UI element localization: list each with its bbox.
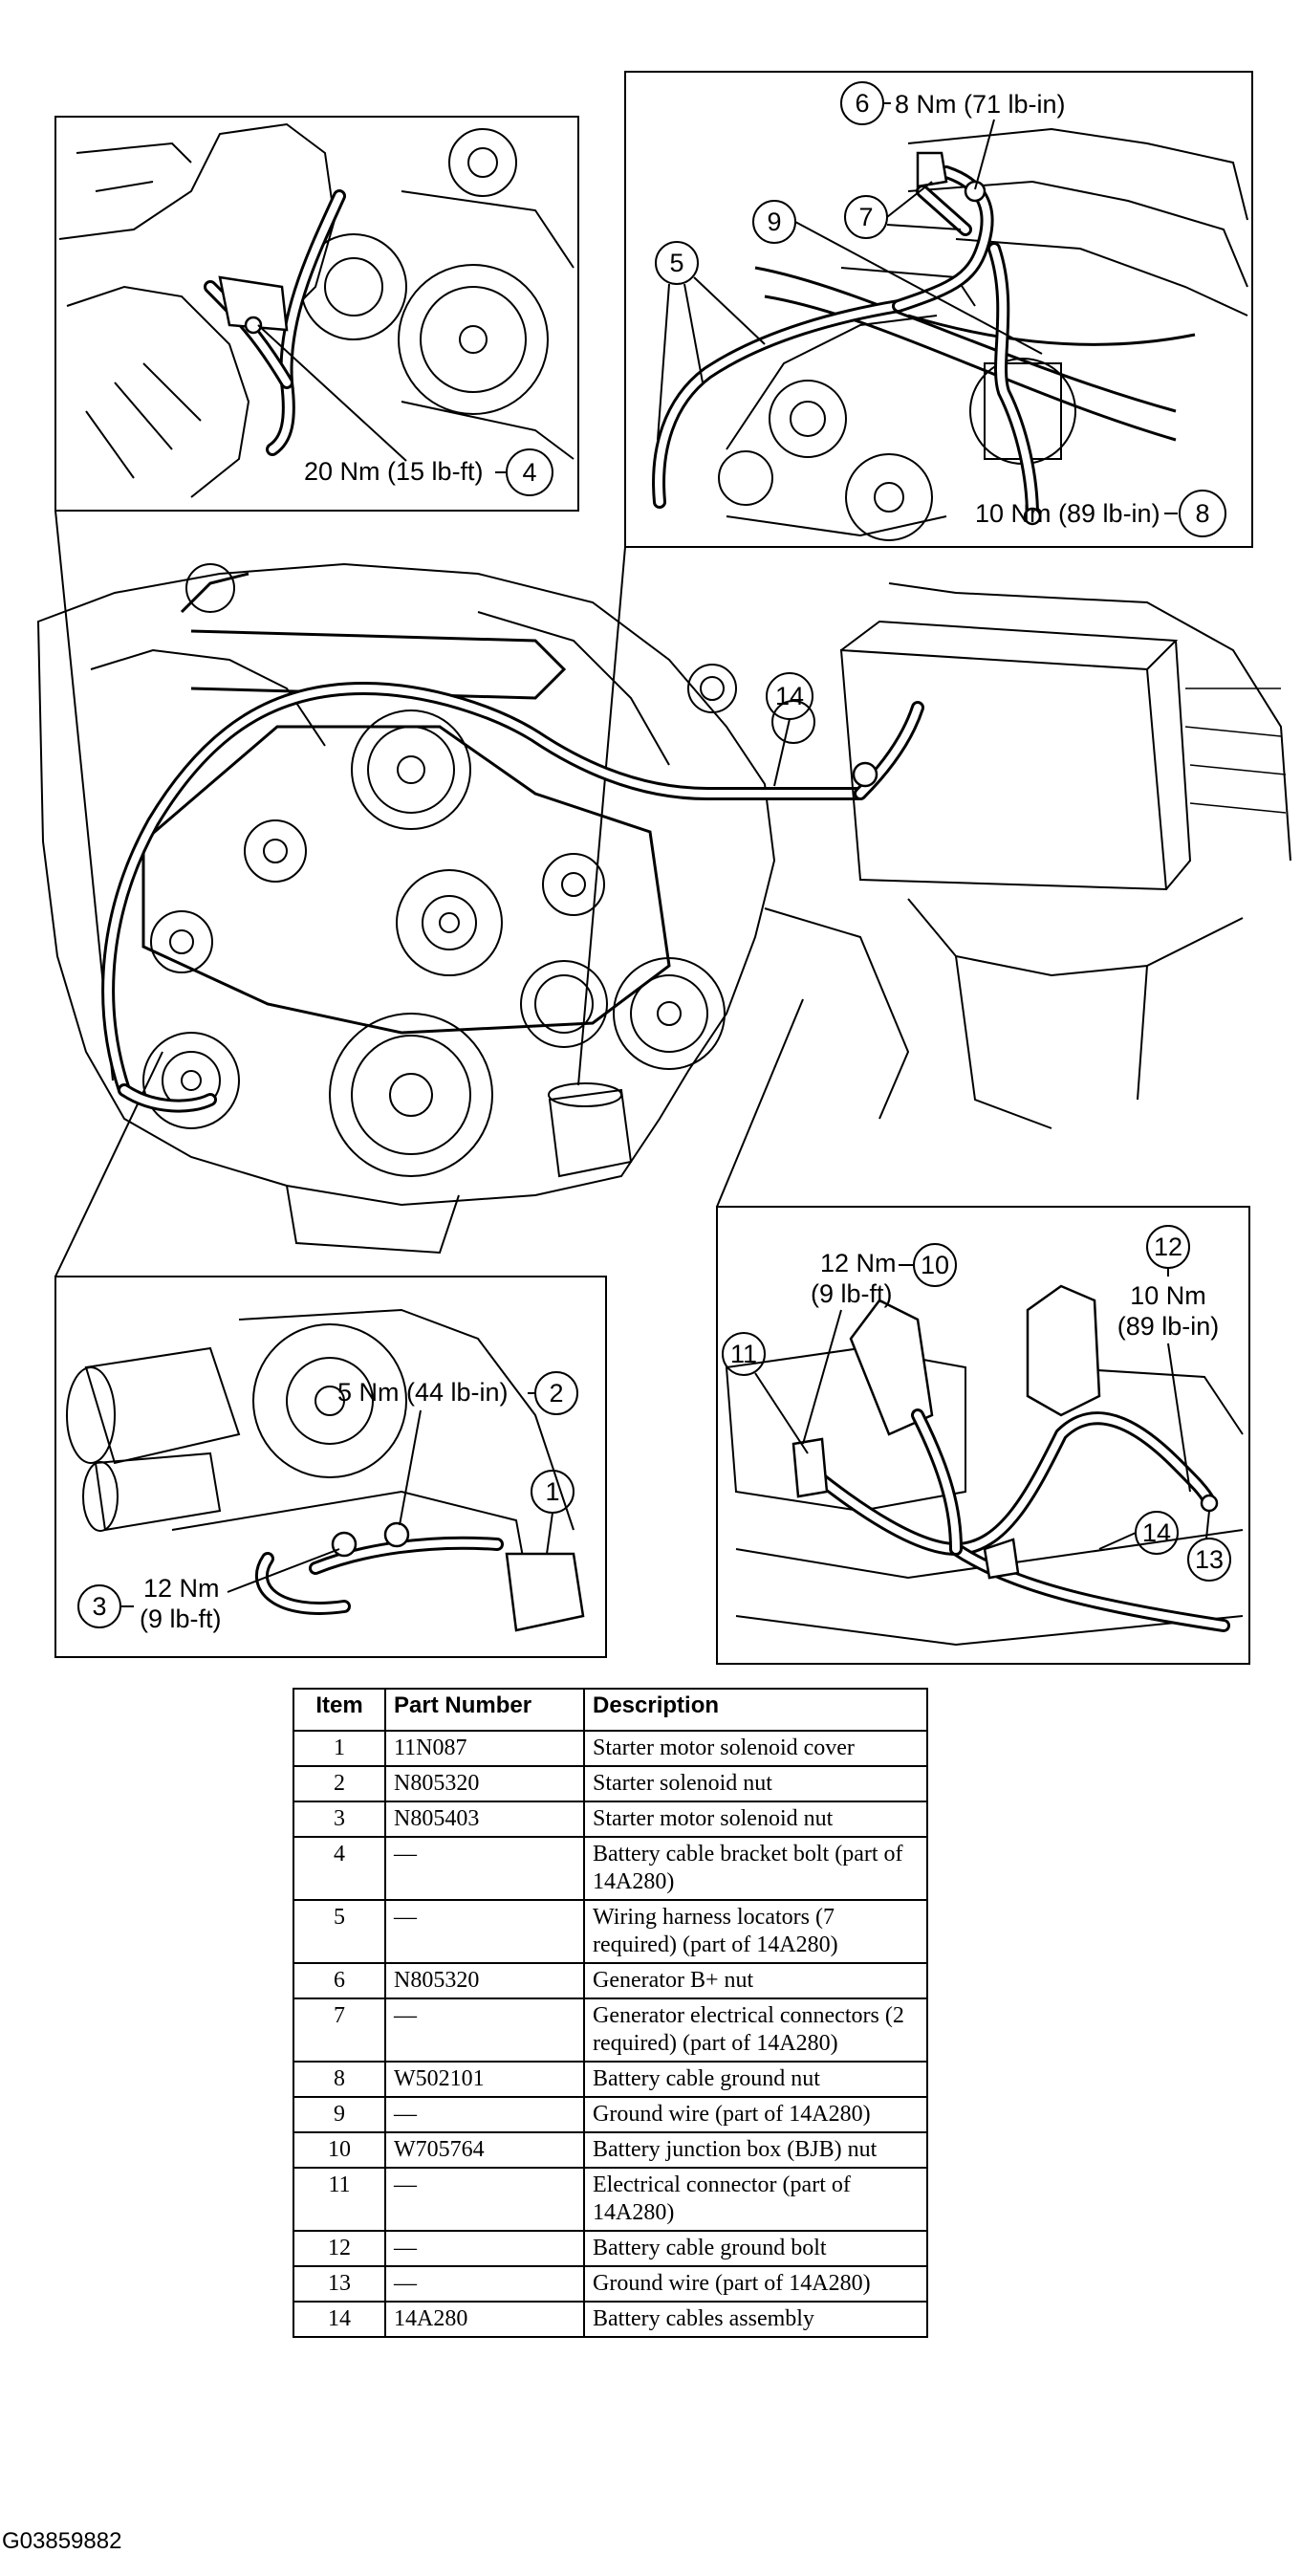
cell-part-number: — xyxy=(384,2096,585,2133)
cell-part-number: W705764 xyxy=(384,2131,585,2169)
torque-spec-bolt-12-line2: (89 lb-in) xyxy=(1117,1312,1220,1341)
cell-part-number: N805403 xyxy=(384,1801,585,1838)
cell-description: Wiring harness locators (7 required) (pa… xyxy=(583,1899,928,1964)
cell-description: Starter solenoid nut xyxy=(583,1765,928,1802)
cell-item: 2 xyxy=(293,1765,386,1802)
cell-item: 14 xyxy=(293,2301,386,2338)
torque-spec-nut-3-line2: (9 lb-ft) xyxy=(140,1605,222,1633)
cell-part-number: — xyxy=(384,2167,585,2232)
torque-spec-nut-3-line1: 12 Nm xyxy=(143,1574,220,1603)
cell-description: Ground wire (part of 14A280) xyxy=(583,2096,928,2133)
cell-part-number: N805320 xyxy=(384,1765,585,1802)
cell-item: 4 xyxy=(293,1836,386,1901)
torque-spec-nut-6: 8 Nm (71 lb-in) xyxy=(895,90,1066,119)
battery-and-body: 14 xyxy=(764,582,1291,1129)
cell-part-number: — xyxy=(384,1899,585,1964)
torque-spec-nut-10-line2: (9 lb-ft) xyxy=(811,1279,893,1308)
callout-8: 8 xyxy=(1195,499,1209,528)
torque-spec-nut-8: 10 Nm (89 lb-in) xyxy=(975,499,1160,528)
torque-spec-bolt-4: 20 Nm (15 lb-ft) xyxy=(304,457,484,486)
callout-1: 1 xyxy=(545,1477,559,1506)
cell-description: Battery junction box (BJB) nut xyxy=(583,2131,928,2169)
cell-part-number: W502101 xyxy=(384,2061,585,2098)
cell-part-number: N805320 xyxy=(384,1962,585,1999)
torque-spec-nut-2: 5 Nm (44 lb-in) xyxy=(337,1378,509,1407)
cell-description: Battery cable ground bolt xyxy=(583,2230,928,2267)
callout-6: 6 xyxy=(855,89,869,118)
cell-description: Generator B+ nut xyxy=(583,1962,928,1999)
cell-item: 5 xyxy=(293,1899,386,1964)
cell-description: Battery cables assembly xyxy=(583,2301,928,2338)
cell-item: 12 xyxy=(293,2230,386,2267)
detail-box-battery-junction: 12 10 Nm (89 lb-in) 12 Nm (9 lb-ft) 10 1… xyxy=(716,1206,1250,1665)
cell-part-number: — xyxy=(384,1997,585,2063)
table-row: 12—Battery cable ground bolt xyxy=(293,2230,928,2267)
callout-11: 11 xyxy=(730,1340,757,1368)
figure-id: G03859882 xyxy=(2,2528,122,2554)
cell-item: 11 xyxy=(293,2167,386,2232)
table-row: 7—Generator electrical connectors (2 req… xyxy=(293,1997,928,2063)
table-row: 9—Ground wire (part of 14A280) xyxy=(293,2096,928,2133)
callout-5: 5 xyxy=(669,249,683,277)
header-part-number: Part Number xyxy=(384,1688,585,1732)
callout-10: 10 xyxy=(921,1251,949,1279)
leader-line-lower-right xyxy=(716,998,804,1208)
cell-part-number: — xyxy=(384,2230,585,2267)
cell-item: 3 xyxy=(293,1801,386,1838)
callout-9: 9 xyxy=(767,207,781,236)
table-row: 5—Wiring harness locators (7 required) (… xyxy=(293,1899,928,1964)
detail-box-starter: 5 Nm (44 lb-in) 2 1 3 12 Nm (9 lb-ft) xyxy=(54,1276,607,1658)
table-row: 11—Electrical connector (part of 14A280) xyxy=(293,2167,928,2232)
cell-description: Ground wire (part of 14A280) xyxy=(583,2265,928,2303)
cell-item: 7 xyxy=(293,1997,386,2063)
leader-line-lower-left xyxy=(54,1051,163,1277)
torque-spec-nut-10-line1: 12 Nm xyxy=(820,1249,897,1277)
table-row: 4—Battery cable bracket bolt (part of 14… xyxy=(293,1836,928,1901)
callout-7: 7 xyxy=(858,203,873,231)
callout-4: 4 xyxy=(522,458,536,487)
cell-part-number: 11N087 xyxy=(384,1730,585,1767)
cell-description: Electrical connector (part of 14A280) xyxy=(583,2167,928,2232)
callout-14-main: 14 xyxy=(775,682,804,710)
cell-item: 9 xyxy=(293,2096,386,2133)
cell-item: 1 xyxy=(293,1730,386,1767)
header-description: Description xyxy=(583,1688,928,1732)
cell-part-number: — xyxy=(384,1836,585,1901)
callout-13: 13 xyxy=(1195,1545,1224,1574)
cell-item: 10 xyxy=(293,2131,386,2169)
cell-description: Battery cable ground nut xyxy=(583,2061,928,2098)
cell-description: Starter motor solenoid nut xyxy=(583,1801,928,1838)
table-header-row: Item Part Number Description xyxy=(293,1688,928,1732)
engine-main-view xyxy=(36,562,924,1255)
exploded-diagram: 20 Nm (15 lb-ft) 4 xyxy=(36,71,1291,1665)
detail-box-bracket-bolt: 20 Nm (15 lb-ft) 4 xyxy=(54,116,579,512)
cell-description: Starter motor solenoid cover xyxy=(583,1730,928,1767)
callout-14-detail: 14 xyxy=(1142,1518,1171,1547)
cell-description: Battery cable bracket bolt (part of 14A2… xyxy=(583,1836,928,1901)
cell-item: 6 xyxy=(293,1962,386,1999)
torque-spec-bolt-12-line1: 10 Nm xyxy=(1130,1281,1206,1310)
detail-box-generator: 6 8 Nm (71 lb-in) 7 9 5 10 Nm (89 lb-in)… xyxy=(624,71,1253,548)
cell-part-number: 14A280 xyxy=(384,2301,585,2338)
cell-item: 8 xyxy=(293,2061,386,2098)
cell-item: 13 xyxy=(293,2265,386,2303)
table-row: 13—Ground wire (part of 14A280) xyxy=(293,2265,928,2303)
callout-12: 12 xyxy=(1154,1233,1182,1261)
callout-2: 2 xyxy=(549,1379,563,1408)
cell-description: Generator electrical connectors (2 requi… xyxy=(583,1997,928,2063)
callout-3: 3 xyxy=(92,1592,106,1621)
cell-part-number: — xyxy=(384,2265,585,2303)
header-item: Item xyxy=(293,1688,386,1732)
